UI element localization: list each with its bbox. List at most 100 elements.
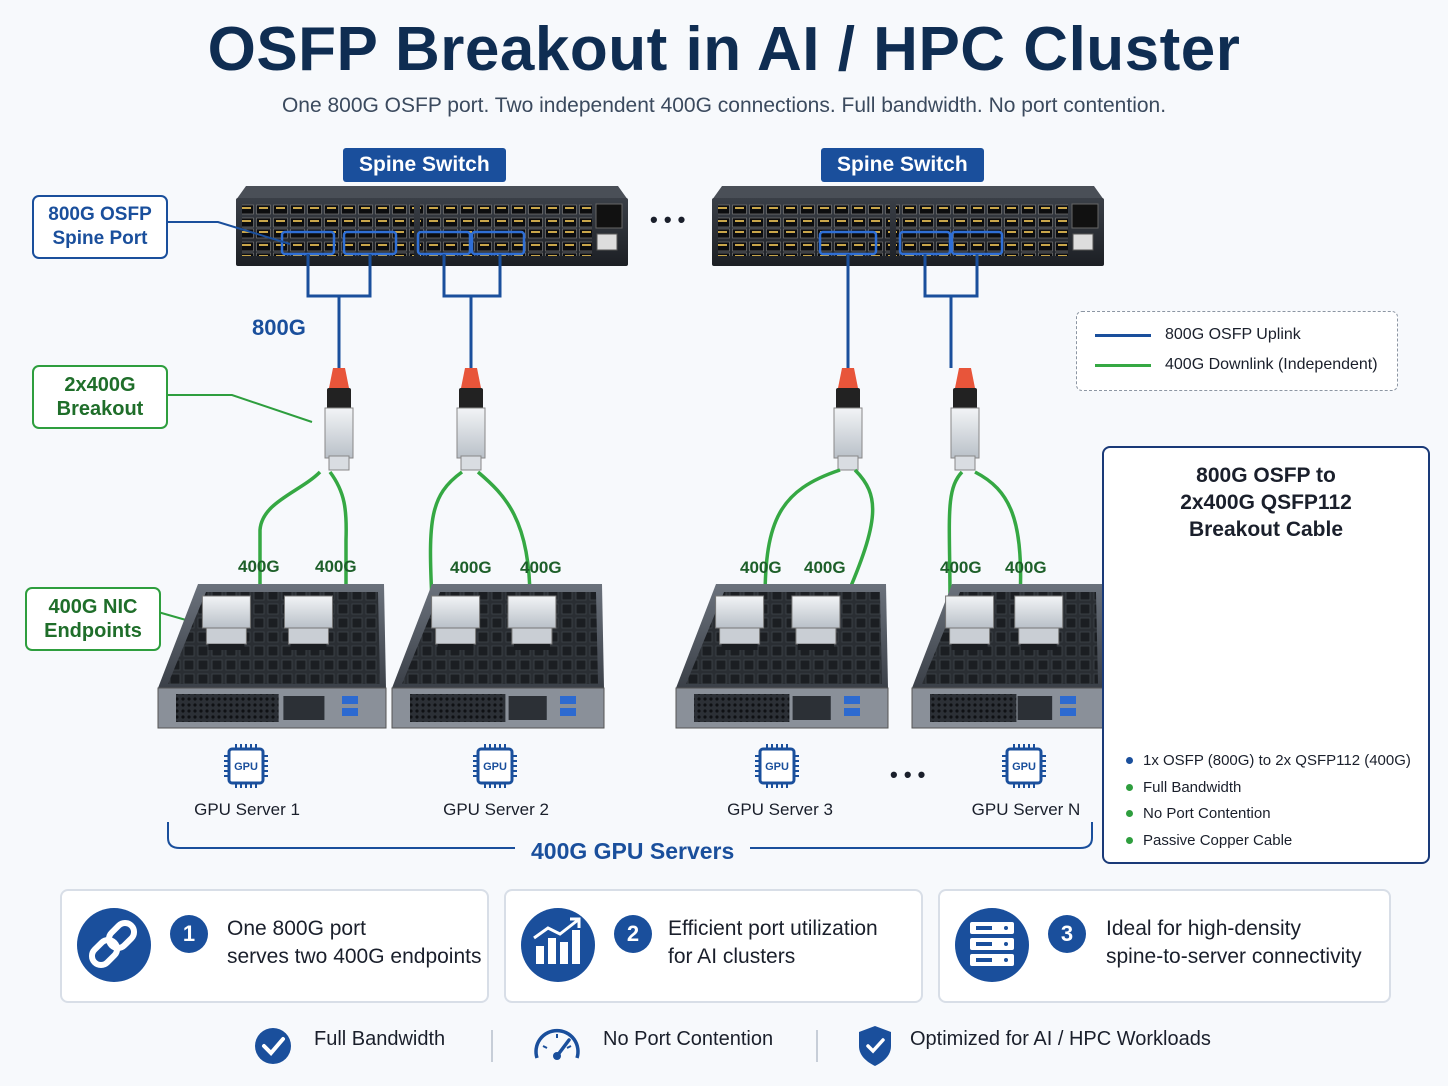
gpu-chip-icons: GPU GPU GPU GPU	[224, 744, 1046, 788]
cable-feature-item: Full Bandwidth	[1126, 779, 1241, 796]
spine-port-leader	[166, 221, 291, 245]
gpu-chip-label: GPU	[1012, 761, 1036, 773]
benefit-line: Efficient port utilization	[668, 917, 878, 940]
nic-callout-line1: 400G NIC	[48, 596, 138, 618]
gpu-server	[911, 584, 1105, 729]
legend-downlink-text: 400G Downlink (Independent)	[1165, 356, 1378, 373]
breakout-callout-line2: Breakout	[56, 398, 144, 420]
cable-feature-item: Passive Copper Cable	[1126, 832, 1292, 849]
downlink-label: 400G	[1005, 558, 1047, 577]
osfp-breakout-connector	[324, 368, 354, 471]
cable-box-title-line2: 2x400G QSFP112	[1180, 491, 1352, 514]
legend: 800G OSFP Uplink 400G Downlink (Independ…	[1076, 311, 1398, 391]
benefit-card-1: 1 One 800G port serves two 400G endpoint…	[60, 889, 489, 1003]
benefit-line: for AI clusters	[668, 945, 796, 968]
benefit-text: Efficient port utilization for AI cluste…	[668, 915, 878, 971]
cable-box-title-line1: 800G OSFP to	[1196, 464, 1336, 487]
benefit-number: 1	[170, 915, 208, 953]
gpu-chip-icon: GPU	[224, 744, 268, 788]
nic-callout-line2: Endpoints	[44, 620, 142, 642]
benefit-icon-circle	[77, 908, 151, 982]
gpu-chip-label: GPU	[234, 761, 258, 773]
legend-downlink: 400G Downlink (Independent)	[1095, 356, 1378, 374]
footer-no-contention: No Port Contention	[603, 1028, 774, 1050]
footer-divider	[491, 1030, 493, 1062]
legend-uplink: 800G OSFP Uplink	[1095, 326, 1301, 344]
gpu-chip-icon: GPU	[755, 744, 799, 788]
cable-feature-item: No Port Contention	[1126, 805, 1271, 822]
benefit-number: 3	[1048, 915, 1086, 953]
downlink-label: 400G	[315, 557, 357, 576]
server-name-3: GPU Server 3	[727, 800, 833, 819]
cable-feature-text: No Port Contention	[1143, 805, 1271, 822]
server-ellipsis: • • •	[890, 762, 926, 787]
spine-ellipsis: • • •	[650, 207, 686, 232]
nic-callout: 400G NIC Endpoints	[25, 587, 161, 651]
cable-feature-text: Passive Copper Cable	[1143, 832, 1293, 849]
page-subtitle: One 800G OSFP port. Two independent 400G…	[281, 94, 1167, 117]
gauge-icon	[534, 1028, 580, 1060]
gpu-server	[391, 584, 605, 729]
benefit-text: Ideal for high-density spine-to-server c…	[1106, 915, 1362, 971]
footer-divider	[816, 1030, 818, 1062]
server-name-n: GPU Server N	[971, 800, 1081, 819]
downlink-label: 400G	[520, 558, 562, 577]
footer-optimized: Optimized for AI / HPC Workloads	[910, 1028, 1211, 1050]
footer-full-bandwidth: Full Bandwidth	[314, 1028, 446, 1050]
server-group-label: 400G GPU Servers	[515, 838, 751, 865]
benefit-icon-circle	[521, 908, 595, 982]
spine-port-callout-line2: Spine Port	[52, 228, 148, 249]
gpu-chip-icon: GPU	[1002, 744, 1046, 788]
gpu-server	[157, 584, 387, 729]
spine-switch-label-1: Spine Switch	[343, 148, 506, 182]
legend-uplink-text: 800G OSFP Uplink	[1165, 326, 1301, 343]
legend-uplink-swatch	[1095, 333, 1151, 337]
downlink-label: 400G	[238, 557, 280, 576]
breakout-callout: 2x400G Breakout	[32, 365, 168, 429]
benefit-line: One 800G port	[227, 917, 366, 940]
downlink-label: 400G	[450, 558, 492, 577]
shield-check-icon	[859, 1026, 891, 1066]
cable-box-title-line3: Breakout Cable	[1188, 518, 1344, 541]
spine-port-callout-line1: 800G OSFP	[48, 204, 152, 225]
benefit-number: 2	[614, 915, 652, 953]
cable-feature-item: 1x OSFP (800G) to 2x QSFP112 (400G)	[1126, 752, 1411, 769]
downlink-cables	[258, 468, 1023, 601]
breakout-callout-line1: 2x400G	[64, 374, 136, 396]
benefit-card-2: 2 Efficient port utilization for AI clus…	[504, 889, 923, 1003]
benefit-icon-circle	[955, 908, 1029, 982]
osfp-breakout-connector	[456, 368, 486, 471]
spine-switch-label-2: Spine Switch	[821, 148, 984, 182]
server-name-2: GPU Server 2	[443, 800, 549, 819]
cable-feature-text: Full Bandwidth	[1143, 779, 1242, 796]
gpu-chip-label: GPU	[765, 761, 789, 773]
legend-downlink-swatch	[1095, 363, 1151, 367]
gpu-server	[675, 584, 889, 729]
downlink-label: 400G	[740, 558, 782, 577]
bullet-dot	[1126, 837, 1133, 844]
spine-port-callout: 800G OSFP Spine Port	[32, 195, 168, 259]
downlink-label: 400G	[804, 558, 846, 577]
benefit-text: One 800G port serves two 400G endpoints	[227, 915, 481, 971]
gpu-chip-label: GPU	[483, 761, 507, 773]
benefit-card-3: 3 Ideal for high-density spine-to-server…	[938, 889, 1391, 1003]
page-title: OSFP Breakout in AI / HPC Cluster	[207, 15, 1241, 84]
breakout-connectors	[324, 368, 980, 471]
cable-box-title: 800G OSFP to 2x400G QSFP112 Breakout Cab…	[1104, 462, 1428, 543]
bullet-dot	[1126, 757, 1133, 764]
check-circle-icon	[255, 1028, 291, 1064]
server-name-1: GPU Server 1	[194, 800, 300, 819]
bullet-dot	[1126, 784, 1133, 791]
cable-feature-text: 1x OSFP (800G) to 2x QSFP112 (400G)	[1143, 752, 1411, 769]
benefit-line: spine-to-server connectivity	[1106, 945, 1362, 968]
uplink-speed-label: 800G	[252, 315, 306, 340]
breakout-leader	[166, 394, 313, 423]
downlink-label: 400G	[940, 558, 982, 577]
osfp-breakout-connector	[833, 368, 863, 471]
bullet-dot	[1126, 810, 1133, 817]
gpu-server-chassis	[157, 584, 1105, 729]
uplink-cables	[306, 254, 979, 368]
gpu-chip-icon: GPU	[473, 744, 517, 788]
osfp-breakout-connector	[950, 368, 980, 471]
